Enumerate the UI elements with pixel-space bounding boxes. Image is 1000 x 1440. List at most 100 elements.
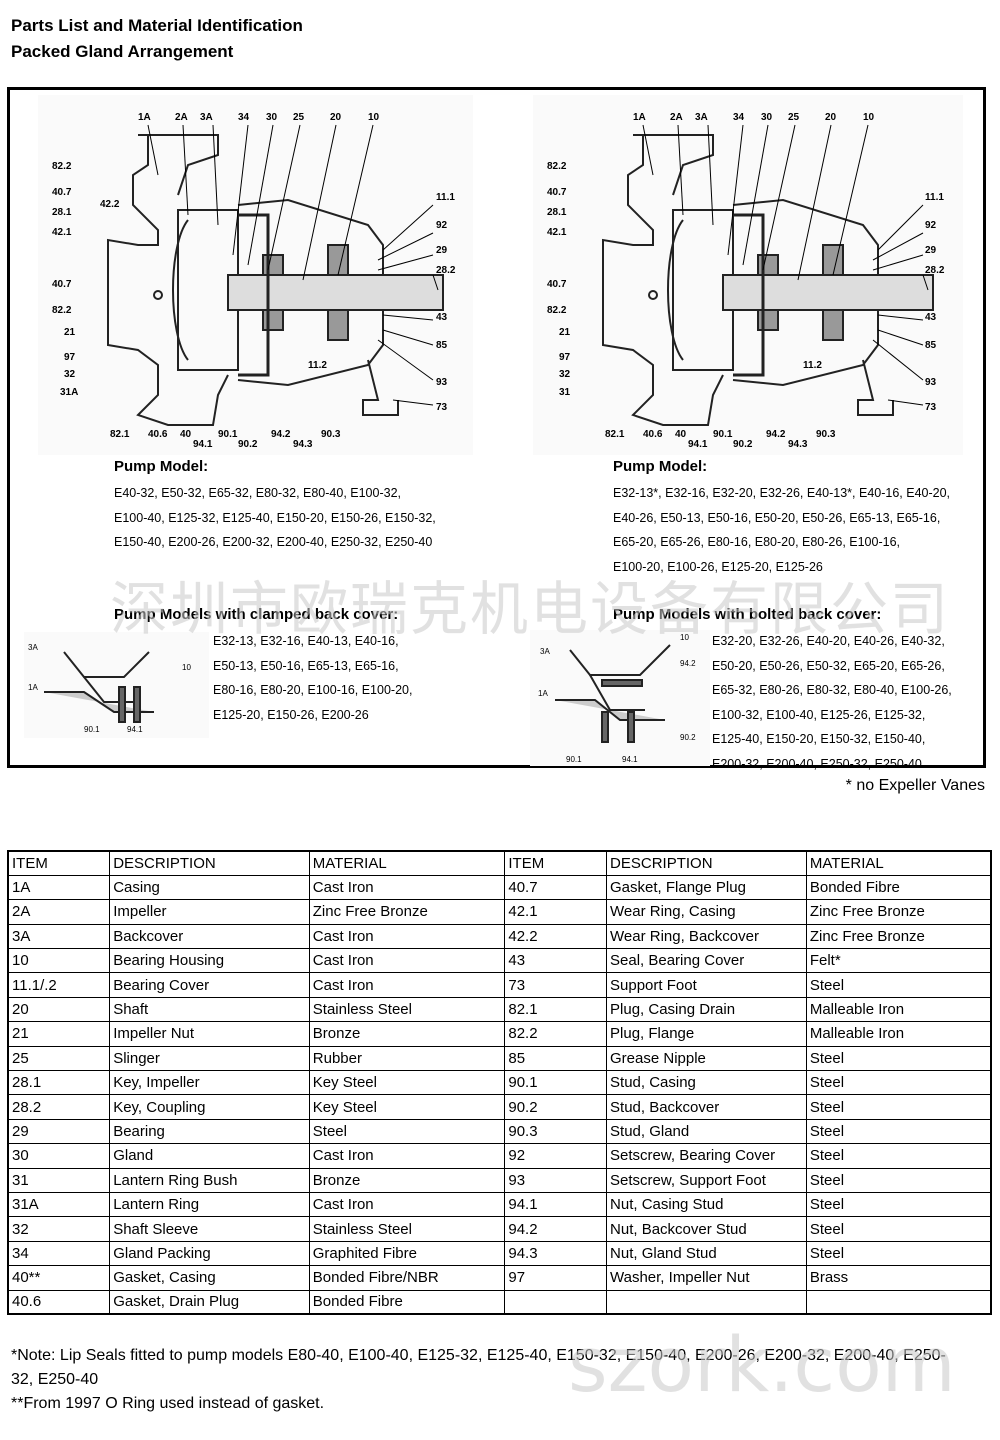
table-cell: Zinc Free Bronze: [805, 899, 992, 925]
diagram-frame: 1A 2A 3A 34 30 25 20 10 82.2 40.7 42.2 2…: [7, 87, 986, 771]
list-item: E40-32, E50-32, E65-32, E80-32, E80-40, …: [114, 486, 401, 500]
callout-label: 92: [436, 220, 448, 231]
table-cell: Steel: [805, 1240, 992, 1267]
list-item: E125-40, E150-20, E150-32, E150-40,: [712, 732, 926, 746]
table-cell: Shaft Sleeve: [109, 1216, 310, 1242]
callout-label: 42.2: [100, 199, 120, 210]
table-cell: Zinc Free Bronze: [308, 899, 506, 925]
column-header: ITEM: [504, 850, 608, 876]
table-header-row: ITEM DESCRIPTION MATERIAL ITEM DESCRIPTI…: [7, 850, 992, 876]
table-cell: Zinc Free Bronze: [805, 923, 992, 950]
table-cell: 21: [7, 1021, 111, 1047]
clamped-inset-svg: 3A 10 1A 90.1 94.1: [28, 643, 191, 734]
table-cell: Key Steel: [308, 1070, 506, 1096]
callout-label: 11.2: [308, 360, 327, 371]
list-item: E50-13, E50-16, E65-13, E65-16,: [213, 658, 399, 673]
table-cell: Impeller Nut: [109, 1021, 310, 1047]
callout-label: 28.1: [52, 207, 72, 218]
table-cell: 11.1/.2: [7, 972, 111, 998]
callout-label: 31A: [60, 387, 78, 398]
list-item: E32-13*, E32-16, E32-20, E32-26, E40-13*…: [613, 486, 951, 500]
table-cell: Bonded Fibre: [308, 1289, 506, 1315]
table-cell: Steel: [805, 1045, 992, 1072]
note-o-ring: **From 1997 O Ring used instead of gaske…: [11, 1395, 325, 1412]
callout-label: 42.1: [547, 227, 567, 238]
callout-label: 73: [436, 402, 448, 413]
table-cell: 94.3: [504, 1240, 608, 1267]
callout-label: 1A: [633, 112, 646, 123]
table-cell: 94.1: [504, 1191, 608, 1218]
table-cell: Key Steel: [308, 1094, 506, 1120]
callout-label: 94.1: [193, 439, 213, 450]
callout-label: 32: [559, 369, 571, 380]
bolted-model-list: E32-20, E32-26, E40-20, E40-26, E40-32, …: [712, 629, 952, 776]
callout-label: 25: [788, 112, 800, 123]
bolted-inset-drawing: 10 3A 94.2 1A 90.2 90.1 94.1: [530, 630, 710, 766]
bolted-inset-svg: 10 3A 94.2 1A 90.2 90.1 94.1: [538, 633, 696, 764]
table-cell: Stainless Steel: [308, 1216, 506, 1242]
callout-label: 11.2: [803, 360, 822, 371]
table-cell: Nut, Backcover Stud: [606, 1216, 807, 1242]
table-cell: Grease Nipple: [606, 1045, 807, 1072]
table-cell: Steel: [805, 1167, 992, 1193]
table-cell: Key, Coupling: [109, 1094, 310, 1120]
pump-model-heading-right: Pump Model:: [613, 458, 708, 475]
callout-label: 40.7: [547, 279, 567, 290]
callout-label: 85: [436, 340, 448, 351]
callout-label: 93: [925, 377, 937, 388]
footnote-expeller: * no Expeller Vanes: [845, 777, 985, 794]
table-cell: Stud, Gland: [606, 1118, 807, 1145]
table-cell: Nut, Gland Stud: [606, 1240, 807, 1267]
table-cell: Steel: [805, 1216, 992, 1242]
table-cell: 73: [504, 972, 608, 998]
bolted-heading: Pump Models with bolted back cover:: [613, 606, 882, 623]
list-item: E80-16, E80-20, E100-16, E100-20,: [213, 683, 413, 697]
table-cell: 25: [7, 1045, 111, 1072]
table-cell: 2A: [7, 899, 111, 925]
callout-label: 82.1: [605, 429, 625, 440]
inset-label: 10: [182, 663, 191, 672]
callout-label: 29: [436, 245, 448, 256]
callout-label: 28.1: [547, 207, 567, 218]
column-header: DESCRIPTION: [109, 850, 310, 876]
callout-label: 30: [266, 112, 278, 123]
clamped-heading: Pump Models with clamped back cover:: [114, 606, 399, 623]
table-cell: Steel: [805, 1191, 992, 1218]
list-item: E200-32, E200-40, E250-32, E250-40: [712, 756, 922, 771]
table-cell: Cast Iron: [308, 948, 506, 974]
callout-label: 82.2: [547, 305, 567, 316]
table-cell: Stainless Steel: [308, 996, 506, 1023]
table-cell: Cast Iron: [308, 874, 506, 901]
table-cell: 32: [7, 1216, 111, 1242]
table-cell: Brass: [805, 1265, 992, 1291]
table-cell: 28.2: [7, 1094, 111, 1120]
inset-label: 3A: [540, 647, 550, 656]
callout-label: 2A: [670, 112, 683, 123]
callout-label: 28.2: [436, 265, 456, 276]
callout-label: 73: [925, 402, 937, 413]
table-cell: Steel: [805, 1118, 992, 1145]
table-cell: 90.3: [504, 1118, 608, 1145]
callout-label: 43: [925, 312, 937, 323]
table-cell: 92: [504, 1143, 608, 1169]
table-cell: Lantern Ring: [109, 1191, 310, 1218]
table-cell: Support Foot: [606, 972, 807, 998]
table-cell: Cast Iron: [308, 1191, 506, 1218]
callout-label: 40.6: [643, 429, 663, 440]
callout-label: 90.3: [321, 429, 341, 440]
inset-label: 94.1: [622, 755, 638, 764]
inset-label: 1A: [538, 689, 548, 698]
table-cell: 90.1: [504, 1070, 608, 1096]
callout-label: 40: [675, 429, 687, 440]
table-cell: Setscrew, Support Foot: [606, 1167, 807, 1193]
table-cell: Malleable Iron: [805, 996, 992, 1023]
callout-label: 21: [559, 327, 571, 338]
inset-label: 3A: [28, 643, 38, 652]
table-cell: Wear Ring, Backcover: [606, 923, 807, 950]
